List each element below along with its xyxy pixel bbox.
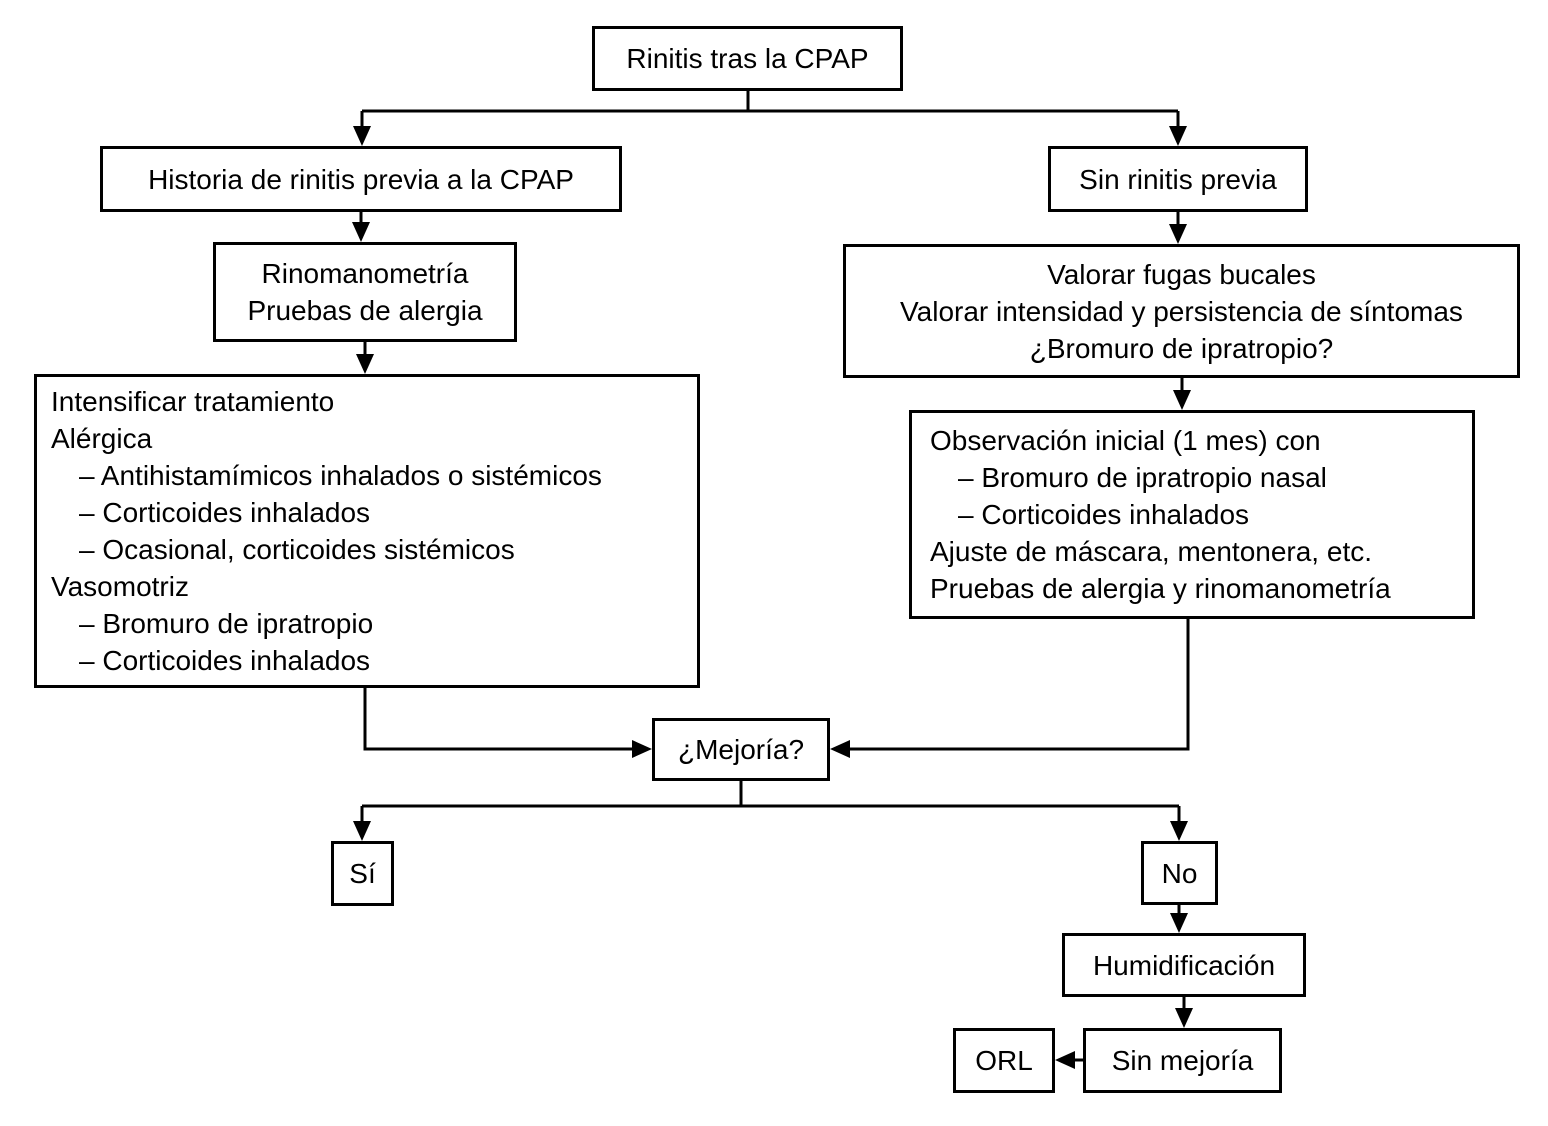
node-orl: ORL <box>953 1028 1055 1093</box>
node-line: – Corticoides inhalados <box>79 497 371 528</box>
node-label: ORL <box>975 1045 1033 1076</box>
node-valorar-fugas: Valorar fugas bucales Valorar intensidad… <box>843 244 1520 378</box>
node-label: Rinitis tras la CPAP <box>626 43 869 74</box>
node-line: – Corticoides inhalados <box>79 645 371 676</box>
node-label: Sin rinitis previa <box>1079 163 1277 195</box>
node-rinitis-tras-cpap: Rinitis tras la CPAP <box>592 26 903 91</box>
node-no: No <box>1141 841 1218 905</box>
node-line: – Ocasional, corticoides sistémicos <box>79 534 515 565</box>
node-line: Alérgica <box>51 423 153 454</box>
node-label: No <box>1161 857 1198 889</box>
node-label: Humidificación <box>1092 949 1276 981</box>
node-line: Observación inicial (1 mes) con <box>930 425 1321 456</box>
node-historia-rinitis-previa: Historia de rinitis previa a la CPAP <box>100 146 622 212</box>
node-label: Historia de rinitis previa a la CPAP <box>148 163 574 195</box>
node-intensificar-tratamiento: Intensificar tratamiento Alérgica – Anti… <box>34 374 700 688</box>
node-line: – Bromuro de ipratropio <box>79 608 374 639</box>
node-line: Pruebas de alergia <box>247 295 483 326</box>
node-line: – Corticoides inhalados <box>958 499 1250 530</box>
node-sin-rinitis-previa: Sin rinitis previa <box>1048 146 1308 212</box>
node-line: Valorar fugas bucales <box>1047 258 1316 290</box>
node-si: Sí <box>331 841 394 906</box>
node-line: Ajuste de máscara, mentonera, etc. <box>930 536 1372 567</box>
node-line: Intensificar tratamiento <box>51 386 335 417</box>
node-label: Sí <box>349 858 376 889</box>
node-line: ¿Bromuro de ipratropio? <box>1029 332 1334 364</box>
node-line: Pruebas de alergia y rinomanometría <box>930 573 1391 604</box>
node-line: Valorar intensidad y persistencia de sín… <box>900 295 1463 327</box>
node-line: Vasomotriz <box>51 571 189 602</box>
node-humidificacion: Humidificación <box>1062 933 1306 997</box>
node-line: Rinomanometría <box>261 258 469 289</box>
node-rinomanometria: Rinomanometría Pruebas de alergia <box>213 242 517 342</box>
node-mejoria: ¿Mejoría? <box>652 718 830 781</box>
node-line: – Bromuro de ipratropio nasal <box>958 462 1327 493</box>
node-observacion-inicial: Observación inicial (1 mes) con – Bromur… <box>909 410 1475 619</box>
node-line: – Antihistamímicos inhalados o sistémico… <box>79 460 602 491</box>
node-label: ¿Mejoría? <box>677 734 805 765</box>
node-label: Sin mejoría <box>1111 1045 1254 1076</box>
node-sin-mejoria: Sin mejoría <box>1083 1028 1282 1093</box>
